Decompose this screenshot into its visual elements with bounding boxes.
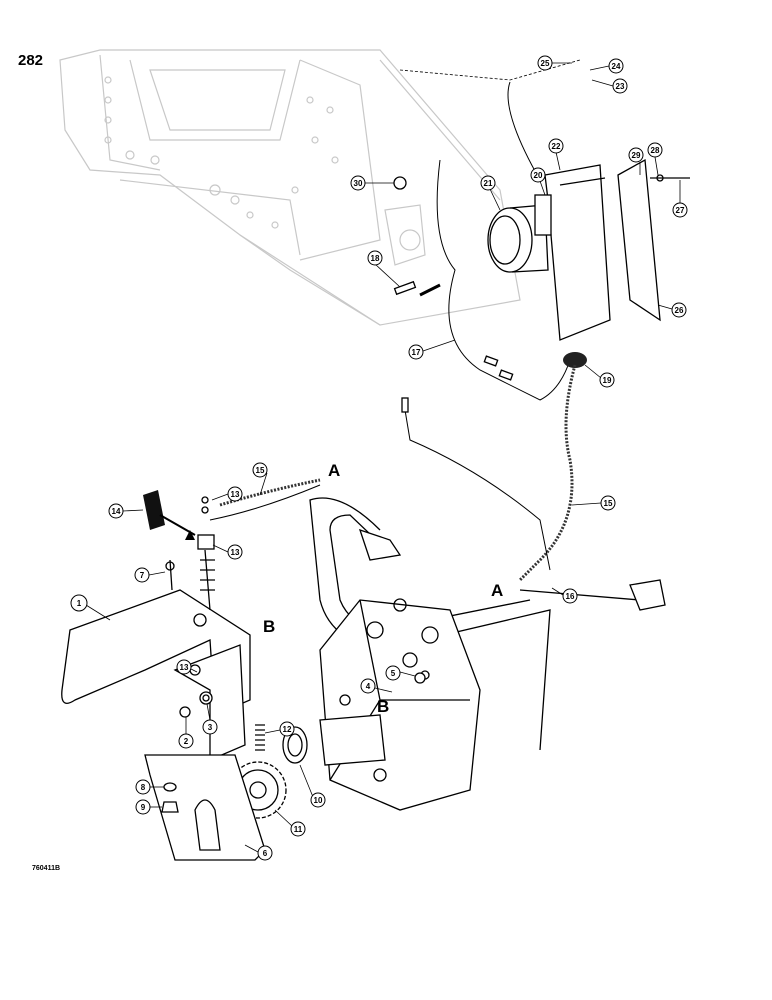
callout-3: 3 [202,703,218,735]
svg-text:15: 15 [256,466,265,475]
reference-letter-b-right: B [377,697,389,716]
svg-text:23: 23 [616,82,625,91]
reference-letter-b-left: B [263,617,275,636]
svg-text:13: 13 [231,490,240,499]
svg-text:10: 10 [314,796,323,805]
svg-text:1: 1 [77,599,82,608]
reference-letter-a-left: A [328,461,340,480]
svg-text:13: 13 [180,663,189,672]
callout-12: 12 [264,721,295,737]
svg-text:B: B [263,617,275,636]
svg-text:21: 21 [484,179,493,188]
callout-27: 27 [672,180,688,218]
svg-text:7: 7 [140,571,145,580]
callout-5: 5 [385,665,416,681]
drawing-number: 760411B [32,865,61,872]
cover-plate [617,158,661,322]
svg-text:17: 17 [412,348,421,357]
callout-17: 17 [408,339,456,360]
svg-text:20: 20 [534,171,543,180]
callout-13a: 13 [211,486,243,502]
svg-text:28: 28 [651,146,660,155]
svg-text:3: 3 [208,723,213,732]
callout-20: 20 [530,167,546,196]
svg-text:30: 30 [354,179,363,188]
callout-22: 22 [548,138,564,171]
pump-housing [319,598,481,811]
callout-9: 9 [135,799,162,815]
svg-text:A: A [491,581,503,600]
callout-6: 6 [244,844,273,861]
svg-text:5: 5 [391,669,396,678]
svg-text:15: 15 [604,499,613,508]
svg-text:18: 18 [371,254,380,263]
callout-29: 29 [628,147,644,175]
svg-text:8: 8 [141,783,146,792]
svg-text:22: 22 [552,142,561,151]
callout-24: 24 [589,58,624,74]
callout-30: 30 [350,175,394,191]
svg-text:27: 27 [676,206,685,215]
svg-text:26: 26 [675,306,684,315]
svg-text:11: 11 [294,825,303,834]
callout-1: 1 [70,594,111,621]
svg-text:6: 6 [263,849,268,858]
callout-28: 28 [647,142,663,176]
callout-21: 21 [480,175,501,211]
callout-10: 10 [299,764,326,808]
callout-15b: 15 [571,495,616,511]
svg-text:4: 4 [366,682,371,691]
svg-text:24: 24 [612,62,621,71]
callout-2: 2 [178,717,194,749]
svg-text:19: 19 [603,376,612,385]
callout-23: 23 [591,78,628,94]
mounting-plate [144,754,266,861]
svg-text:29: 29 [632,151,641,160]
ghosted-console-frame [59,49,521,326]
svg-text:B: B [377,697,389,716]
callout-15a: 15 [252,462,268,496]
svg-text:13: 13 [231,548,240,557]
callout-4: 4 [360,678,393,694]
callout-14: 14 [108,503,144,519]
svg-text:9: 9 [141,803,146,812]
callout-13c: 13 [176,659,198,675]
callout-11: 11 [274,809,306,837]
callout-26: 26 [657,302,687,318]
callout-7: 7 [134,567,166,583]
callout-8: 8 [135,779,164,795]
svg-text:2: 2 [184,737,189,746]
svg-text:12: 12 [283,725,292,734]
svg-text:16: 16 [566,592,575,601]
svg-text:A: A [328,461,340,480]
svg-text:14: 14 [112,507,121,516]
callout-19: 19 [584,364,615,388]
callout-16: 16 [551,587,578,604]
callout-18: 18 [367,250,401,288]
page-number: 282 [18,52,44,69]
gauge-bracket [534,164,611,341]
callout-13b: 13 [212,544,243,560]
svg-text:25: 25 [541,59,550,68]
gauge-assembly [487,204,549,273]
reference-letter-a-right: A [491,581,503,600]
callout-25: 25 [537,55,572,71]
